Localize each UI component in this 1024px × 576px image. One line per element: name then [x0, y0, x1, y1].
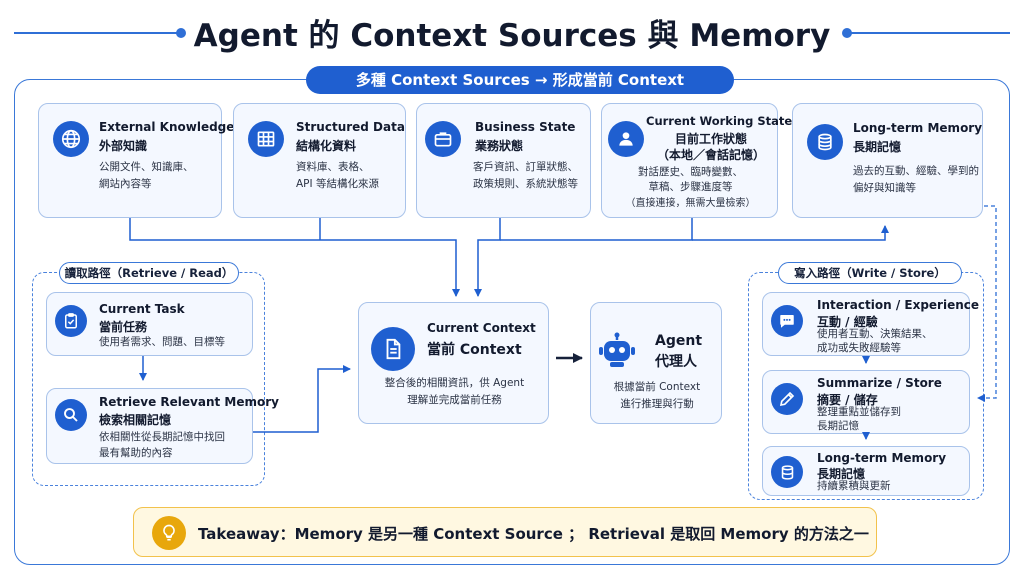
source-card-structured-data: Structured Data 結構化資料 資料庫、表格、 API 等結構化來源 — [233, 103, 406, 218]
summarize-subtitle: 摘要 / 儲存 — [817, 393, 878, 407]
source-card-external-knowledge: External Knowledge 外部知識 公開文件、知識庫、 網站內容等 — [38, 103, 234, 218]
user-icon — [608, 121, 644, 157]
clipboard-check-icon — [55, 305, 87, 337]
takeaway-box: Takeaway：Memory 是另一種 Context Source ； Re… — [133, 507, 877, 557]
agent-subtitle: 代理人 — [655, 354, 697, 370]
context-desc: 理解並完成當前任務 — [407, 394, 502, 406]
summarize-desc: 整理重點並儲存到 — [817, 406, 901, 418]
source-subtitle: 外部知識 — [99, 139, 148, 153]
title-left-line — [14, 32, 180, 34]
source-desc: 偏好與知識等 — [853, 182, 916, 194]
source-subtitle-secondary: （本地／會話記憶） — [656, 148, 765, 162]
retrieve-desc: 最有幫助的內容 — [99, 447, 173, 459]
source-card-current-working-state: Current Working State 目前工作狀態 （本地／會話記憶） 對… — [601, 103, 793, 218]
current-task-card: Current Task 當前任務 使用者需求、問題、目標等 — [46, 292, 253, 356]
title-right-line — [846, 32, 1010, 34]
database-icon — [807, 124, 843, 160]
agent-title: Agent — [655, 333, 703, 349]
source-title: Business State — [475, 120, 576, 134]
interaction-card: Interaction / Experience 互動 / 經驗 使用者互動、決… — [762, 292, 979, 356]
source-desc: 資料庫、表格、 — [296, 161, 370, 173]
longterm-subtitle: 長期記憶 — [817, 467, 866, 481]
write-path-label: 寫入路徑（Write / Store） — [778, 262, 962, 284]
longterm-memory-card: Long-term Memory 長期記憶 持續累積與更新 — [762, 446, 970, 496]
source-title: External Knowledge — [99, 120, 235, 134]
source-desc: 客戶資訊、訂單狀態、 — [473, 161, 578, 173]
source-desc: 過去的互動、經驗、學到的 — [853, 165, 979, 177]
source-desc: 對話歷史、臨時變數、 — [638, 166, 743, 178]
task-subtitle: 當前任務 — [99, 320, 148, 334]
document-icon — [371, 327, 415, 371]
robot-icon — [597, 331, 637, 375]
source-subtitle: 長期記憶 — [853, 140, 902, 154]
retrieve-title: Retrieve Relevant Memory — [99, 395, 279, 409]
source-subtitle: 目前工作狀態 — [674, 132, 747, 146]
summarize-desc: 長期記憶 — [817, 420, 859, 432]
source-subtitle: 業務狀態 — [475, 139, 524, 153]
source-desc: 政策規則、系統狀態等 — [473, 178, 578, 190]
current-context-card: Current Context 當前 Context 整合後的相關資訊，供 Ag… — [358, 302, 549, 424]
chat-bubble-icon — [771, 305, 803, 337]
context-title: Current Context — [427, 321, 536, 335]
source-title: Structured Data — [296, 120, 405, 134]
agent-desc: 根據當前 Context — [613, 381, 701, 393]
longterm-title: Long-term Memory — [817, 451, 947, 465]
source-title: Long-term Memory — [853, 121, 983, 135]
source-desc: 公開文件、知識庫、 — [99, 161, 194, 173]
interaction-desc: 使用者互動、決策結果、 — [817, 328, 933, 340]
summarize-card: Summarize / Store 摘要 / 儲存 整理重點並儲存到 長期記憶 — [762, 370, 970, 434]
database-icon — [771, 456, 803, 488]
retrieve-subtitle: 檢索相關記憶 — [99, 413, 172, 427]
takeaway-text: Takeaway：Memory 是另一種 Context Source ； Re… — [198, 525, 869, 543]
source-card-business-state: Business State 業務狀態 客戶資訊、訂單狀態、 政策規則、系統狀態… — [416, 103, 591, 218]
agent-desc: 進行推理與行動 — [620, 398, 694, 410]
source-title: Current Working State — [646, 114, 793, 128]
source-desc: 網站內容等 — [99, 178, 152, 190]
globe-icon — [53, 121, 89, 157]
lightbulb-icon — [152, 516, 186, 550]
page-title: Agent 的 Context Sources 與 Memory — [193, 18, 831, 54]
interaction-title: Interaction / Experience — [817, 298, 980, 312]
source-desc: API 等結構化來源 — [296, 178, 379, 190]
table-icon — [248, 121, 284, 157]
task-title: Current Task — [99, 302, 185, 316]
context-desc: 整合後的相關資訊，供 Agent — [384, 377, 525, 389]
top-pill: 多種 Context Sources → 形成當前 Context — [306, 66, 734, 94]
briefcase-icon — [425, 121, 461, 157]
summarize-title: Summarize / Store — [817, 376, 942, 390]
source-card-long-term-memory: Long-term Memory 長期記憶 過去的互動、經驗、學到的 偏好與知識… — [792, 103, 983, 218]
search-icon — [55, 399, 87, 431]
source-desc: （直接連接，無需大量檢索） — [625, 198, 756, 209]
interaction-desc: 成功或失敗經驗等 — [817, 342, 901, 354]
title-right-dot — [842, 28, 852, 38]
title-left-dot — [176, 28, 186, 38]
pencil-icon — [771, 383, 803, 415]
interaction-subtitle: 互動 / 經驗 — [817, 315, 878, 329]
source-subtitle: 結構化資料 — [296, 139, 357, 153]
agent-card: Agent 代理人 根據當前 Context 進行推理與行動 — [590, 302, 722, 424]
longterm-desc: 持續累積與更新 — [817, 480, 891, 492]
retrieve-desc: 依相關性從長期記憶中找回 — [99, 431, 225, 443]
retrieve-memory-card: Retrieve Relevant Memory 檢索相關記憶 依相關性從長期記… — [46, 388, 279, 464]
source-desc: 草稿、步驟進度等 — [648, 181, 733, 193]
read-path-label: 讀取路徑（Retrieve / Read） — [59, 262, 239, 284]
task-desc: 使用者需求、問題、目標等 — [99, 336, 225, 348]
context-subtitle: 當前 Context — [427, 342, 522, 358]
